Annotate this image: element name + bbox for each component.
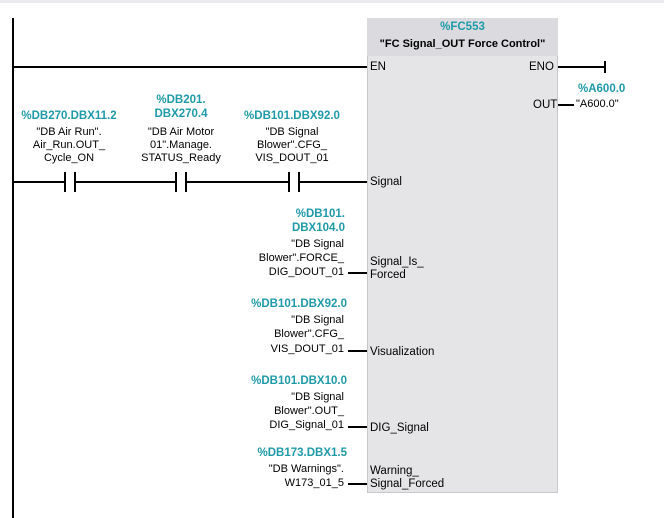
visualization-symbol-line-2[interactable]: Blower".CFG_ — [274, 328, 344, 340]
contact-3-no-contact[interactable] — [288, 172, 300, 192]
block-name[interactable]: "FC Signal_OUT Force Control" — [379, 38, 546, 50]
out-pin[interactable]: OUT — [533, 99, 558, 111]
signal-wire — [12, 181, 367, 183]
visualization-pin[interactable]: Visualization — [370, 346, 435, 358]
contact-3-address[interactable]: %DB101.DBX92.0 — [244, 110, 340, 122]
out-symbol[interactable]: "A600.0" — [576, 98, 619, 110]
contact-2-symbol-line-1[interactable]: "DB Air Motor — [147, 126, 215, 138]
block-number[interactable]: %FC553 — [440, 21, 485, 33]
out-address[interactable]: %A600.0 — [578, 83, 626, 95]
editor-top-border — [0, 0, 664, 3]
contact-2-no-contact[interactable] — [175, 172, 187, 192]
signal-is-forced-pin-line-2[interactable]: Forced — [370, 269, 406, 281]
visualization-symbol-line-3[interactable]: VIS_DOUT_01 — [270, 343, 344, 355]
eno-wire-end — [604, 61, 606, 73]
warning-signal-forced-wire — [348, 483, 367, 485]
contact-2-address-line-2[interactable]: DBX270.4 — [154, 108, 208, 120]
signal-pin[interactable]: Signal — [370, 176, 402, 188]
warning-signal-forced-symbol-line-1[interactable]: "DB Warnings". — [268, 463, 344, 475]
contact-2-symbol-line-3[interactable]: STATUS_Ready — [141, 152, 221, 164]
function-block-fc553[interactable] — [367, 18, 558, 493]
contact-1-symbol-line-1[interactable]: "DB Air Run". — [36, 126, 102, 138]
signal-is-forced-symbol-line-2[interactable]: Blower".FORCE_ — [258, 252, 344, 264]
contact-1-address[interactable]: %DB270.DBX11.2 — [21, 110, 117, 122]
warning-signal-forced-pin-line-1[interactable]: Warning_ — [370, 465, 419, 477]
dig-signal-symbol-line-1[interactable]: "DB Signal — [291, 391, 344, 403]
contact-2-address-line-1[interactable]: %DB201. — [156, 94, 206, 106]
contact-3-symbol-line-2[interactable]: Blower".CFG_ — [257, 139, 327, 151]
contact-1-no-contact[interactable] — [64, 172, 76, 192]
signal-is-forced-symbol-line-1[interactable]: "DB Signal — [291, 238, 344, 250]
eno-pin[interactable]: ENO — [529, 61, 554, 73]
dig-signal-wire — [348, 426, 367, 428]
dig-signal-symbol-line-2[interactable]: Blower".OUT_ — [274, 405, 344, 417]
function-block-header[interactable] — [367, 18, 558, 56]
dig-signal-symbol-line-3[interactable]: DIG_Signal_01 — [269, 419, 344, 431]
visualization-symbol-line-1[interactable]: "DB Signal — [291, 314, 344, 326]
eno-wire — [558, 66, 606, 68]
signal-is-forced-wire — [348, 272, 367, 274]
dig-signal-pin[interactable]: DIG_Signal — [370, 422, 429, 434]
contact-2-symbol-line-2[interactable]: 01".Manage. — [149, 139, 212, 151]
signal-is-forced-symbol-line-3[interactable]: DIG_DOUT_01 — [268, 266, 344, 278]
out-wire — [558, 104, 574, 106]
power-rail — [12, 18, 14, 518]
signal-is-forced-address-line-1[interactable]: %DB101. — [295, 208, 345, 220]
en-wire — [12, 66, 367, 68]
contact-1-symbol-line-3[interactable]: Cycle_ON — [43, 152, 95, 164]
warning-signal-forced-pin-line-2[interactable]: Signal_Forced — [370, 478, 445, 490]
signal-is-forced-address-line-2[interactable]: DBX104.0 — [291, 222, 345, 234]
warning-signal-forced-address[interactable]: %DB173.DBX1.5 — [257, 447, 347, 459]
warning-signal-forced-symbol-line-2[interactable]: W173_01_5 — [284, 477, 344, 489]
signal-is-forced-pin-line-1[interactable]: Signal_Is_ — [370, 256, 424, 268]
dig-signal-address[interactable]: %DB101.DBX10.0 — [251, 375, 347, 387]
contact-3-symbol-line-3[interactable]: VIS_DOUT_01 — [255, 152, 329, 164]
contact-1-symbol-line-2[interactable]: Air_Run.OUT_ — [32, 139, 106, 151]
en-pin[interactable]: EN — [370, 61, 386, 73]
visualization-wire — [348, 350, 367, 352]
contact-3-symbol-line-1[interactable]: "DB Signal — [265, 126, 319, 138]
visualization-address[interactable]: %DB101.DBX92.0 — [251, 298, 347, 310]
